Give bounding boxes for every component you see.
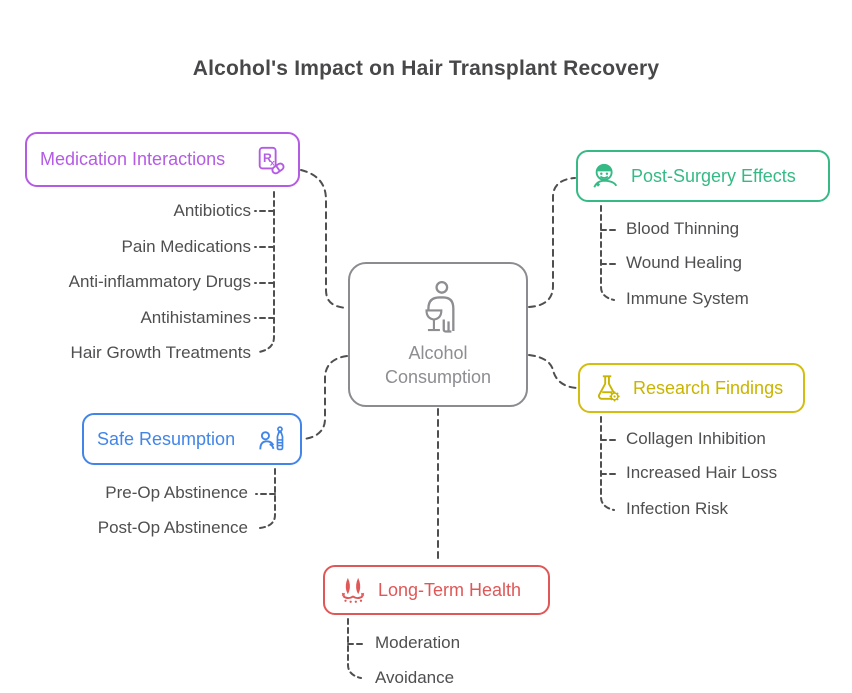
node-label: Medication Interactions [40, 149, 226, 169]
node-alcohol-consumption: Alcohol Consumption [348, 262, 528, 407]
list-item: Blood Thinning [626, 219, 740, 238]
svg-text:R: R [263, 150, 272, 164]
node-label: Post-Surgery Effects [631, 165, 796, 186]
list-item: Anti-inflammatory Drugs [68, 272, 251, 291]
svg-text:x: x [270, 157, 275, 167]
list-item: Pain Medications [121, 237, 251, 256]
node-label: Safe Resumption [97, 428, 236, 449]
node-post-surgery-effects: Post-Surgery Effects [576, 150, 830, 202]
person-bottle-icon [259, 426, 284, 451]
list-item: Hair Growth Treatments [70, 343, 251, 362]
person-drink-icon [425, 280, 455, 333]
diagram-title: Alcohol's Impact on Hair Transplant Reco… [192, 57, 660, 80]
edge-center-postsurgery [528, 177, 576, 308]
node-medication-interactions: Medication Interactions R x [25, 132, 300, 187]
center-node-label: Alcohol Consumption [384, 343, 492, 387]
node-label: Long-Term Health [378, 579, 522, 600]
flask-icon [598, 375, 620, 402]
list-item: Collagen Inhibition [626, 429, 766, 448]
list-item: Pre-Op Abstinence [105, 483, 248, 502]
list-item: Moderation [375, 633, 461, 652]
list-item: Infection Risk [626, 499, 729, 518]
node-research-findings: Research Findings [578, 363, 805, 413]
node-long-term-health: Long-Term Health [323, 565, 550, 615]
edge-center-research [528, 354, 578, 389]
hair-growth-icon [341, 577, 365, 603]
node-label: Research Findings [633, 377, 784, 398]
node-safe-resumption: Safe Resumption [82, 413, 302, 465]
list-item: Avoidance [375, 668, 455, 687]
list-item: Immune System [626, 289, 749, 308]
prescription-icon: R x [258, 146, 285, 174]
surgeon-icon [593, 163, 618, 188]
list-item: Wound Healing [626, 253, 742, 272]
edge-medication-center [300, 169, 348, 309]
list-item: Increased Hair Loss [626, 463, 778, 482]
edge-center-saferesumption [302, 355, 348, 440]
list-item: Antibiotics [173, 201, 251, 220]
list-item: Antihistamines [140, 308, 251, 327]
list-item: Post-Op Abstinence [97, 518, 248, 537]
